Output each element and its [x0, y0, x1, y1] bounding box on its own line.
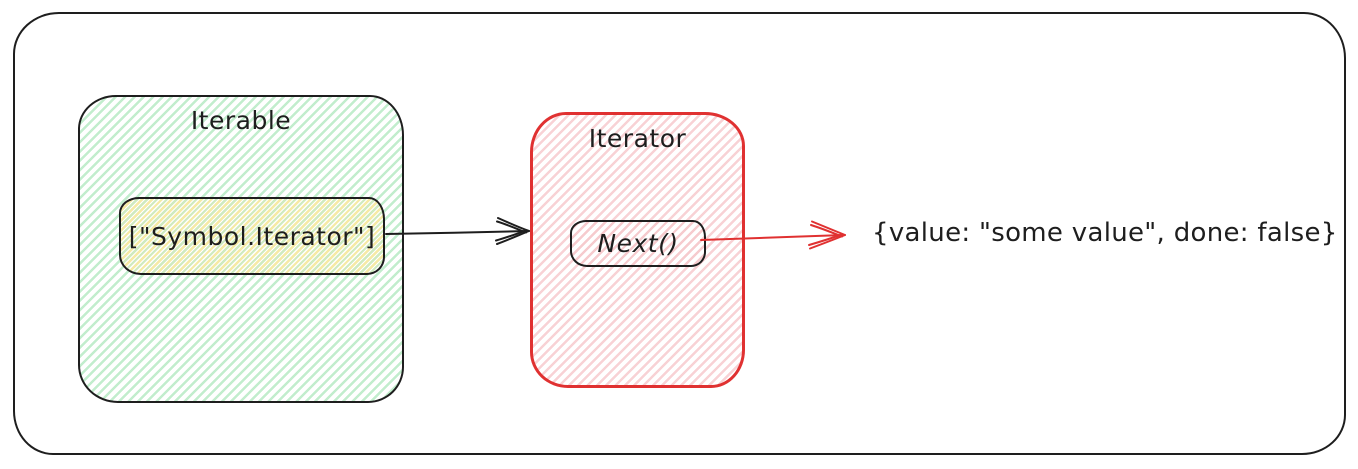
symbol-iterator-label: ["Symbol.Iterator"] [128, 221, 376, 251]
iterator-title: Iterator [588, 124, 687, 153]
iterator-box: Iterator Next() [530, 112, 745, 388]
symbol-iterator-pill: ["Symbol.Iterator"] [119, 197, 385, 275]
next-method-label: Next() [597, 229, 679, 258]
iterable-box: Iterable ["Symbol.Iterator"] [78, 95, 404, 403]
result-text: {value: "some value", done: false} [872, 218, 1338, 248]
iterable-title: Iterable [190, 106, 292, 135]
outer-frame [13, 12, 1346, 455]
next-method-pill: Next() [570, 220, 706, 267]
